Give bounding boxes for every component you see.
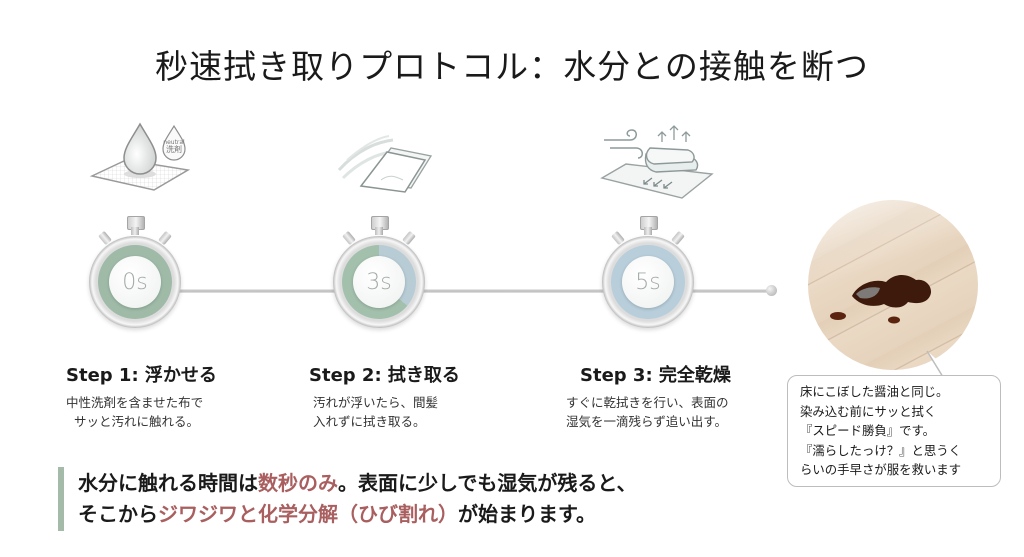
stopwatch-stem	[131, 227, 139, 235]
stopwatch-case: 5s	[602, 236, 694, 328]
step-2-title: Step 2: 拭き取る	[309, 365, 460, 386]
step-1-title: Step 1: 浮かせる	[66, 365, 217, 386]
desc-line: 湿気を一滴残らず追い出す。	[566, 414, 728, 429]
bubble-line: 『濡らしたっけ？』と思うく	[800, 442, 962, 458]
progress-ring: 5s	[611, 245, 685, 319]
desc-line: 入れずに拭き取る。	[313, 414, 426, 429]
callout-line-2: そこからジワジワと化学分解（ひび割れ）が始まります。	[78, 502, 596, 526]
drop-and-cloth-icon	[88, 118, 203, 198]
desc-line: すぐに乾拭きを行い、表面の	[566, 395, 729, 410]
badge-line-1: neutral	[163, 139, 185, 146]
key-message-callout: 水分に触れる時間は数秒のみ。表面に少しでも湿気が残ると、 そこからジワジワと化学…	[58, 467, 778, 531]
stopwatch-stem	[644, 227, 652, 235]
step-2-description: 汚れが浮いたら、間髪 入れずに拭き取る。	[313, 393, 438, 431]
bubble-line: 床にこぼした醤油と同じ。	[800, 384, 949, 399]
badge-line-2: 洗剤	[166, 145, 182, 154]
wiping-cloth-icon	[337, 130, 437, 202]
stopwatch-step-2: 3s	[331, 212, 427, 332]
desc-line: 汚れが浮いたら、間髪	[313, 395, 439, 410]
soy-sauce-spill-photo	[808, 200, 978, 370]
step-3-description: すぐに乾拭きを行い、表面の 湿気を一滴残らず追い出す。	[566, 393, 729, 431]
stopwatch-case: 0s	[89, 236, 181, 328]
page-title: 秒速拭き取りプロトコル：水分との接触を断つ	[155, 47, 869, 86]
timeline-end-knob	[766, 285, 777, 296]
progress-ring: 3s	[342, 245, 416, 319]
timer-label: 5s	[622, 256, 674, 308]
desc-line: 中性洗剤を含ませた布で	[66, 395, 204, 410]
callout-segment: 水分に触れる時間は	[78, 471, 258, 495]
step-3-title: Step 3: 完全乾燥	[580, 365, 731, 386]
callout-highlight: 数秒のみ	[258, 471, 338, 495]
stopwatch-step-3: 5s	[600, 212, 696, 332]
stopwatch-stem	[375, 227, 383, 235]
bubble-line: 『スピード勝負』です。	[800, 423, 936, 438]
dry-towel-airflow-icon	[600, 120, 715, 202]
callout-segment: 。表面に少しでも湿気が残ると、	[338, 471, 637, 495]
callout-accent-bar	[58, 467, 64, 531]
callout-segment: そこから	[78, 502, 158, 526]
timer-label: 0s	[109, 256, 161, 308]
progress-ring: 0s	[98, 245, 172, 319]
desc-line: サッと汚れに触れる。	[74, 414, 200, 429]
step-1-description: 中性洗剤を含ませた布で サッと汚れに触れる。	[66, 393, 203, 431]
speech-bubble: 床にこぼした醤油と同じ。 染み込む前にサッと拭く 『スピード勝負』です。 『濡ら…	[787, 375, 1001, 487]
timer-label: 3s	[353, 256, 405, 308]
bubble-line: 染み込む前にサッと拭く	[800, 403, 937, 419]
callout-highlight: ジワジワと化学分解（ひび割れ）	[158, 502, 458, 526]
neutral-badge-label: neutral 洗剤	[160, 139, 188, 154]
bubble-line: らいの手早さが服を救います	[800, 462, 962, 477]
callout-text: 水分に触れる時間は数秒のみ。表面に少しでも湿気が残ると、 そこからジワジワと化学…	[78, 468, 637, 530]
callout-line-1: 水分に触れる時間は数秒のみ。表面に少しでも湿気が残ると、	[78, 471, 637, 495]
stopwatch-step-1: 0s	[87, 212, 183, 332]
stopwatch-case: 3s	[333, 236, 425, 328]
callout-segment: が始まります。	[458, 502, 596, 526]
timeline-track	[175, 289, 772, 293]
